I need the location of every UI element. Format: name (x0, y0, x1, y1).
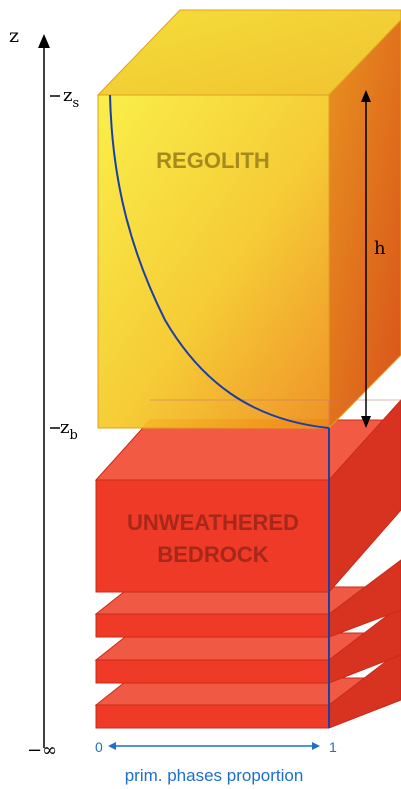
bedrock-main-block (94, 399, 401, 594)
tick-zb-label: zb (60, 417, 78, 443)
thickness-arrow (361, 90, 371, 428)
proportion-end-label: 1 (329, 739, 337, 755)
bedrock-slab (94, 604, 401, 684)
bedrock-label-line2: BEDROCK (157, 542, 268, 567)
z-axis-label: z (9, 25, 19, 47)
tick-zs-label: zs (63, 85, 79, 111)
proportion-axis (108, 742, 320, 750)
regolith-label: REGOLITH (156, 148, 270, 173)
proportion-caption: prim. phases proportion (125, 766, 304, 785)
regolith-block (96, 9, 401, 430)
thickness-label: h (374, 238, 386, 259)
bedrock-slab (94, 559, 401, 638)
bedrock-slab (94, 649, 401, 729)
primary-phase-proportion-curve (109, 94, 330, 429)
tick-minus-infinity-label: −∞ (27, 740, 57, 761)
bedrock-slab-stack (94, 399, 401, 729)
proportion-start-label: 0 (95, 739, 103, 755)
bedrock-label-line1: UNWEATHERED (127, 510, 299, 535)
z-axis (38, 34, 50, 748)
